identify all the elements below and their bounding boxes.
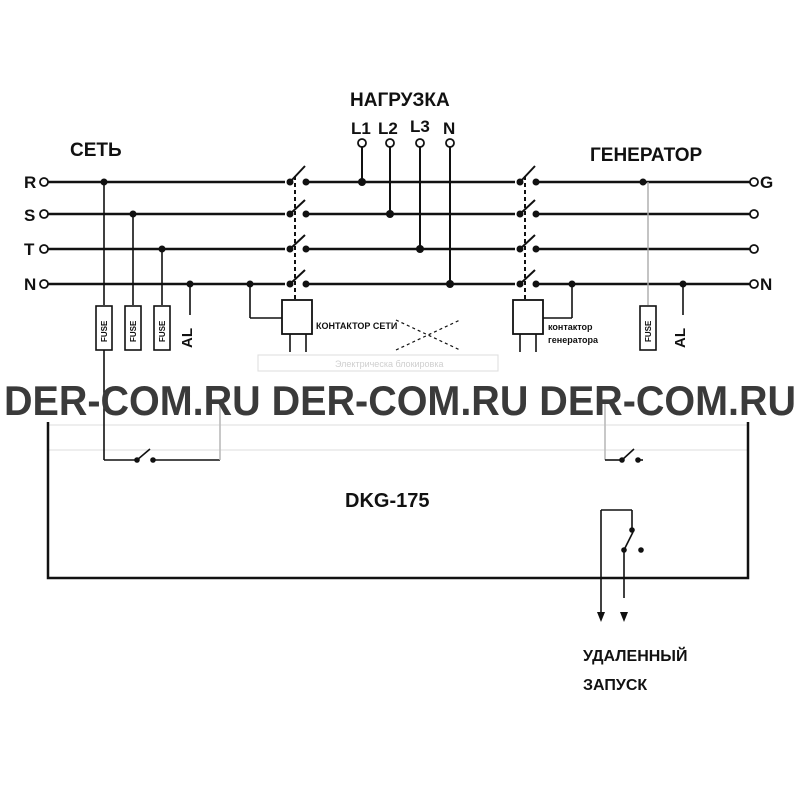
gen-contactor-label-1: контактор [548, 322, 593, 332]
interlock-cross [395, 319, 461, 351]
fuse-t: FUSE [153, 305, 171, 351]
mains-contactor-label: КОНТАКТОР СЕТИ [316, 321, 397, 331]
terminal-circles [39, 177, 759, 289]
remote-start-arrows [597, 612, 628, 622]
gen-terminal-g: G [760, 173, 773, 192]
fuse-r: FUSE [95, 305, 113, 351]
mains-title: СЕТЬ [70, 140, 122, 161]
watermark: DER-COM.RU DER-COM.RU DER-COM.RU [4, 377, 796, 424]
phase-t-label: T [24, 240, 35, 259]
mains-contactor-switches [286, 165, 310, 300]
remote-start-label-1: УДАЛЕННЫЙ [583, 646, 687, 665]
remote-start-contact [600, 509, 644, 612]
mains-tap-dots [100, 178, 687, 288]
mains-fuse-taps [103, 182, 191, 315]
phase-s-label: S [24, 206, 35, 225]
gen-contactor-label-2: генератора [548, 335, 599, 345]
phase-n-label: N [24, 275, 36, 294]
bus-lines [48, 180, 750, 286]
interlock-label: Электрическа блокировка [335, 359, 443, 369]
phase-r-label: R [24, 173, 36, 192]
mains-al-label: AL [179, 328, 196, 348]
load-terminals: L1 L2 L3 N [351, 117, 455, 288]
controller-frame-ghost [47, 424, 749, 451]
fuse-s-label: FUSE [129, 320, 138, 342]
controller-frame [46, 422, 750, 580]
mains-relay-contact [103, 350, 221, 463]
load-terminal-l2: L2 [378, 119, 398, 138]
fuse-g-label: FUSE [644, 320, 653, 342]
fuse-t-label: FUSE [158, 320, 167, 342]
controller-title: DKG-175 [345, 490, 429, 512]
gen-al-label: AL [672, 328, 689, 348]
load-title: НАГРУЗКА [350, 90, 450, 111]
fuse-g: FUSE [639, 305, 657, 351]
load-terminal-n: N [443, 119, 455, 138]
mains-phase-labels: R S T N [24, 173, 36, 294]
gen-contactor-switches [516, 165, 540, 300]
load-terminal-l3: L3 [410, 117, 430, 136]
gen-terminal-n: N [760, 275, 772, 294]
generator-title: ГЕНЕРАТОР [590, 145, 703, 166]
interlock-box [257, 354, 499, 372]
gen-contactor-coil [512, 284, 573, 352]
fuse-r-label: FUSE [100, 320, 109, 342]
mains-contactor-coil [249, 284, 313, 352]
load-terminal-l1: L1 [351, 119, 371, 138]
fuse-s: FUSE [124, 305, 142, 351]
remote-start-label-2: ЗАПУСК [583, 677, 647, 694]
gen-relay-contact [604, 400, 643, 463]
